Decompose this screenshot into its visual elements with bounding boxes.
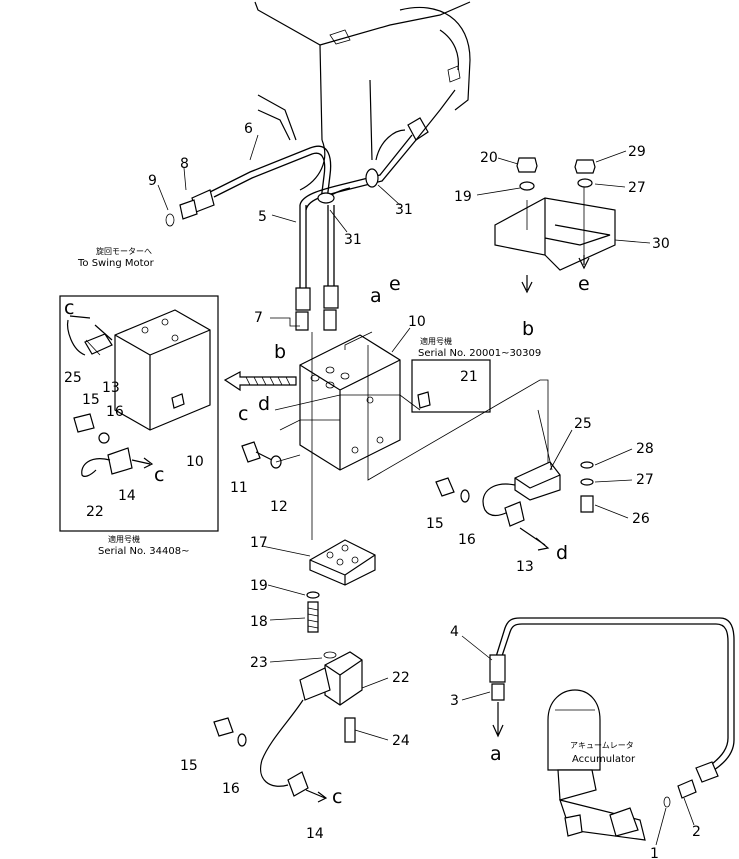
serial-label-jp-2: 適用号機	[108, 534, 140, 544]
connector-d-left: d	[258, 393, 270, 415]
connector-e-top: e	[389, 273, 401, 295]
text-labels: 旋回モーターへ To Swing Motor 適用号機 Serial No. 2…	[77, 246, 636, 765]
callout-19-top: 19	[454, 189, 472, 205]
swing-motor-label: To Swing Motor	[77, 258, 155, 269]
connector-e-right: e	[578, 273, 590, 295]
callout-16-inset: 16	[106, 404, 124, 420]
valve-17	[306, 539, 376, 633]
machine-frame-outline	[254, 1, 471, 191]
callout-7: 7	[254, 310, 263, 326]
connector-b-mid: b	[274, 341, 286, 363]
callout-20: 20	[480, 150, 498, 166]
sensor-assembly-right	[435, 461, 594, 551]
callout-28: 28	[636, 441, 654, 457]
callout-25-right: 25	[574, 416, 592, 432]
callout-31-left: 31	[344, 232, 362, 248]
callout-9: 9	[148, 173, 157, 189]
solenoid-22	[213, 651, 363, 803]
callout-13-inset: 13	[102, 380, 120, 396]
callout-27-right: 27	[636, 472, 654, 488]
callout-22-bottom: 22	[392, 670, 410, 686]
connector-d-right: d	[556, 542, 568, 564]
callout-29: 29	[628, 144, 646, 160]
callout-15-bottom: 15	[180, 758, 198, 774]
fitting-7	[270, 309, 337, 331]
connector-c-bottom: c	[332, 786, 342, 808]
leader-lines	[157, 134, 695, 846]
callout-21: 21	[460, 369, 478, 385]
valve-block-10	[274, 331, 549, 540]
arrow-to-inset	[223, 371, 297, 392]
callout-17: 17	[250, 535, 268, 551]
serial-label-2: Serial No. 34408~	[98, 546, 189, 557]
connector-c-inset-bottom: c	[154, 464, 164, 486]
inset-serial-34408	[59, 295, 219, 532]
callout-18: 18	[250, 614, 268, 630]
accumulator-label: Accumulator	[572, 754, 636, 765]
accumulator-assembly	[489, 617, 735, 841]
callout-16-bottom: 16	[222, 781, 240, 797]
callout-25-inset: 25	[64, 370, 82, 386]
bolt-11-washer-12	[241, 441, 301, 469]
callout-4: 4	[450, 624, 459, 640]
callout-30: 30	[652, 236, 670, 252]
connector-a-top: a	[370, 285, 382, 307]
callout-26: 26	[632, 511, 650, 527]
callout-3: 3	[450, 693, 459, 709]
callout-22-inset: 22	[86, 504, 104, 520]
callout-27-top: 27	[628, 180, 646, 196]
serial-label-jp-1: 適用号機	[420, 336, 452, 346]
callout-2: 2	[692, 824, 701, 840]
callout-15-right: 15	[426, 516, 444, 532]
callout-16-right: 16	[458, 532, 476, 548]
callout-12: 12	[270, 499, 288, 515]
callout-numbers: 6 8 9 5 31 31 7 20 19 29 27 30 10 21 25 …	[64, 121, 701, 859]
connector-b-top: b	[522, 318, 534, 340]
callout-1: 1	[650, 846, 659, 859]
callout-19-mid: 19	[250, 578, 268, 594]
callout-11: 11	[230, 480, 248, 496]
callout-6: 6	[244, 121, 253, 137]
connector-a-bottom: a	[490, 743, 502, 765]
callout-10-inset: 10	[186, 454, 204, 470]
connector-c-left: c	[238, 403, 248, 425]
callout-24: 24	[392, 733, 410, 749]
bracket-30	[494, 157, 616, 294]
callout-5: 5	[258, 209, 267, 225]
accumulator-label-jp: アキュームレータ	[570, 741, 634, 750]
callout-13-right: 13	[516, 559, 534, 575]
serial-label-1: Serial No. 20001~30309	[418, 348, 541, 359]
callout-8: 8	[180, 156, 189, 172]
connector-c-inset-top: c	[64, 297, 74, 319]
callout-15-inset: 15	[82, 392, 100, 408]
callout-23: 23	[250, 655, 268, 671]
callout-10-center: 10	[408, 314, 426, 330]
inset-serial-20001	[411, 359, 491, 413]
swing-motor-label-jp: 旋回モーターへ	[96, 246, 152, 256]
callout-14-inset: 14	[118, 488, 136, 504]
hose-assembly-upper	[165, 89, 456, 311]
connector-letters: a e b d c b e c c d a c	[64, 273, 590, 808]
callout-14-bottom: 14	[306, 826, 324, 842]
callout-31-right: 31	[395, 202, 413, 218]
